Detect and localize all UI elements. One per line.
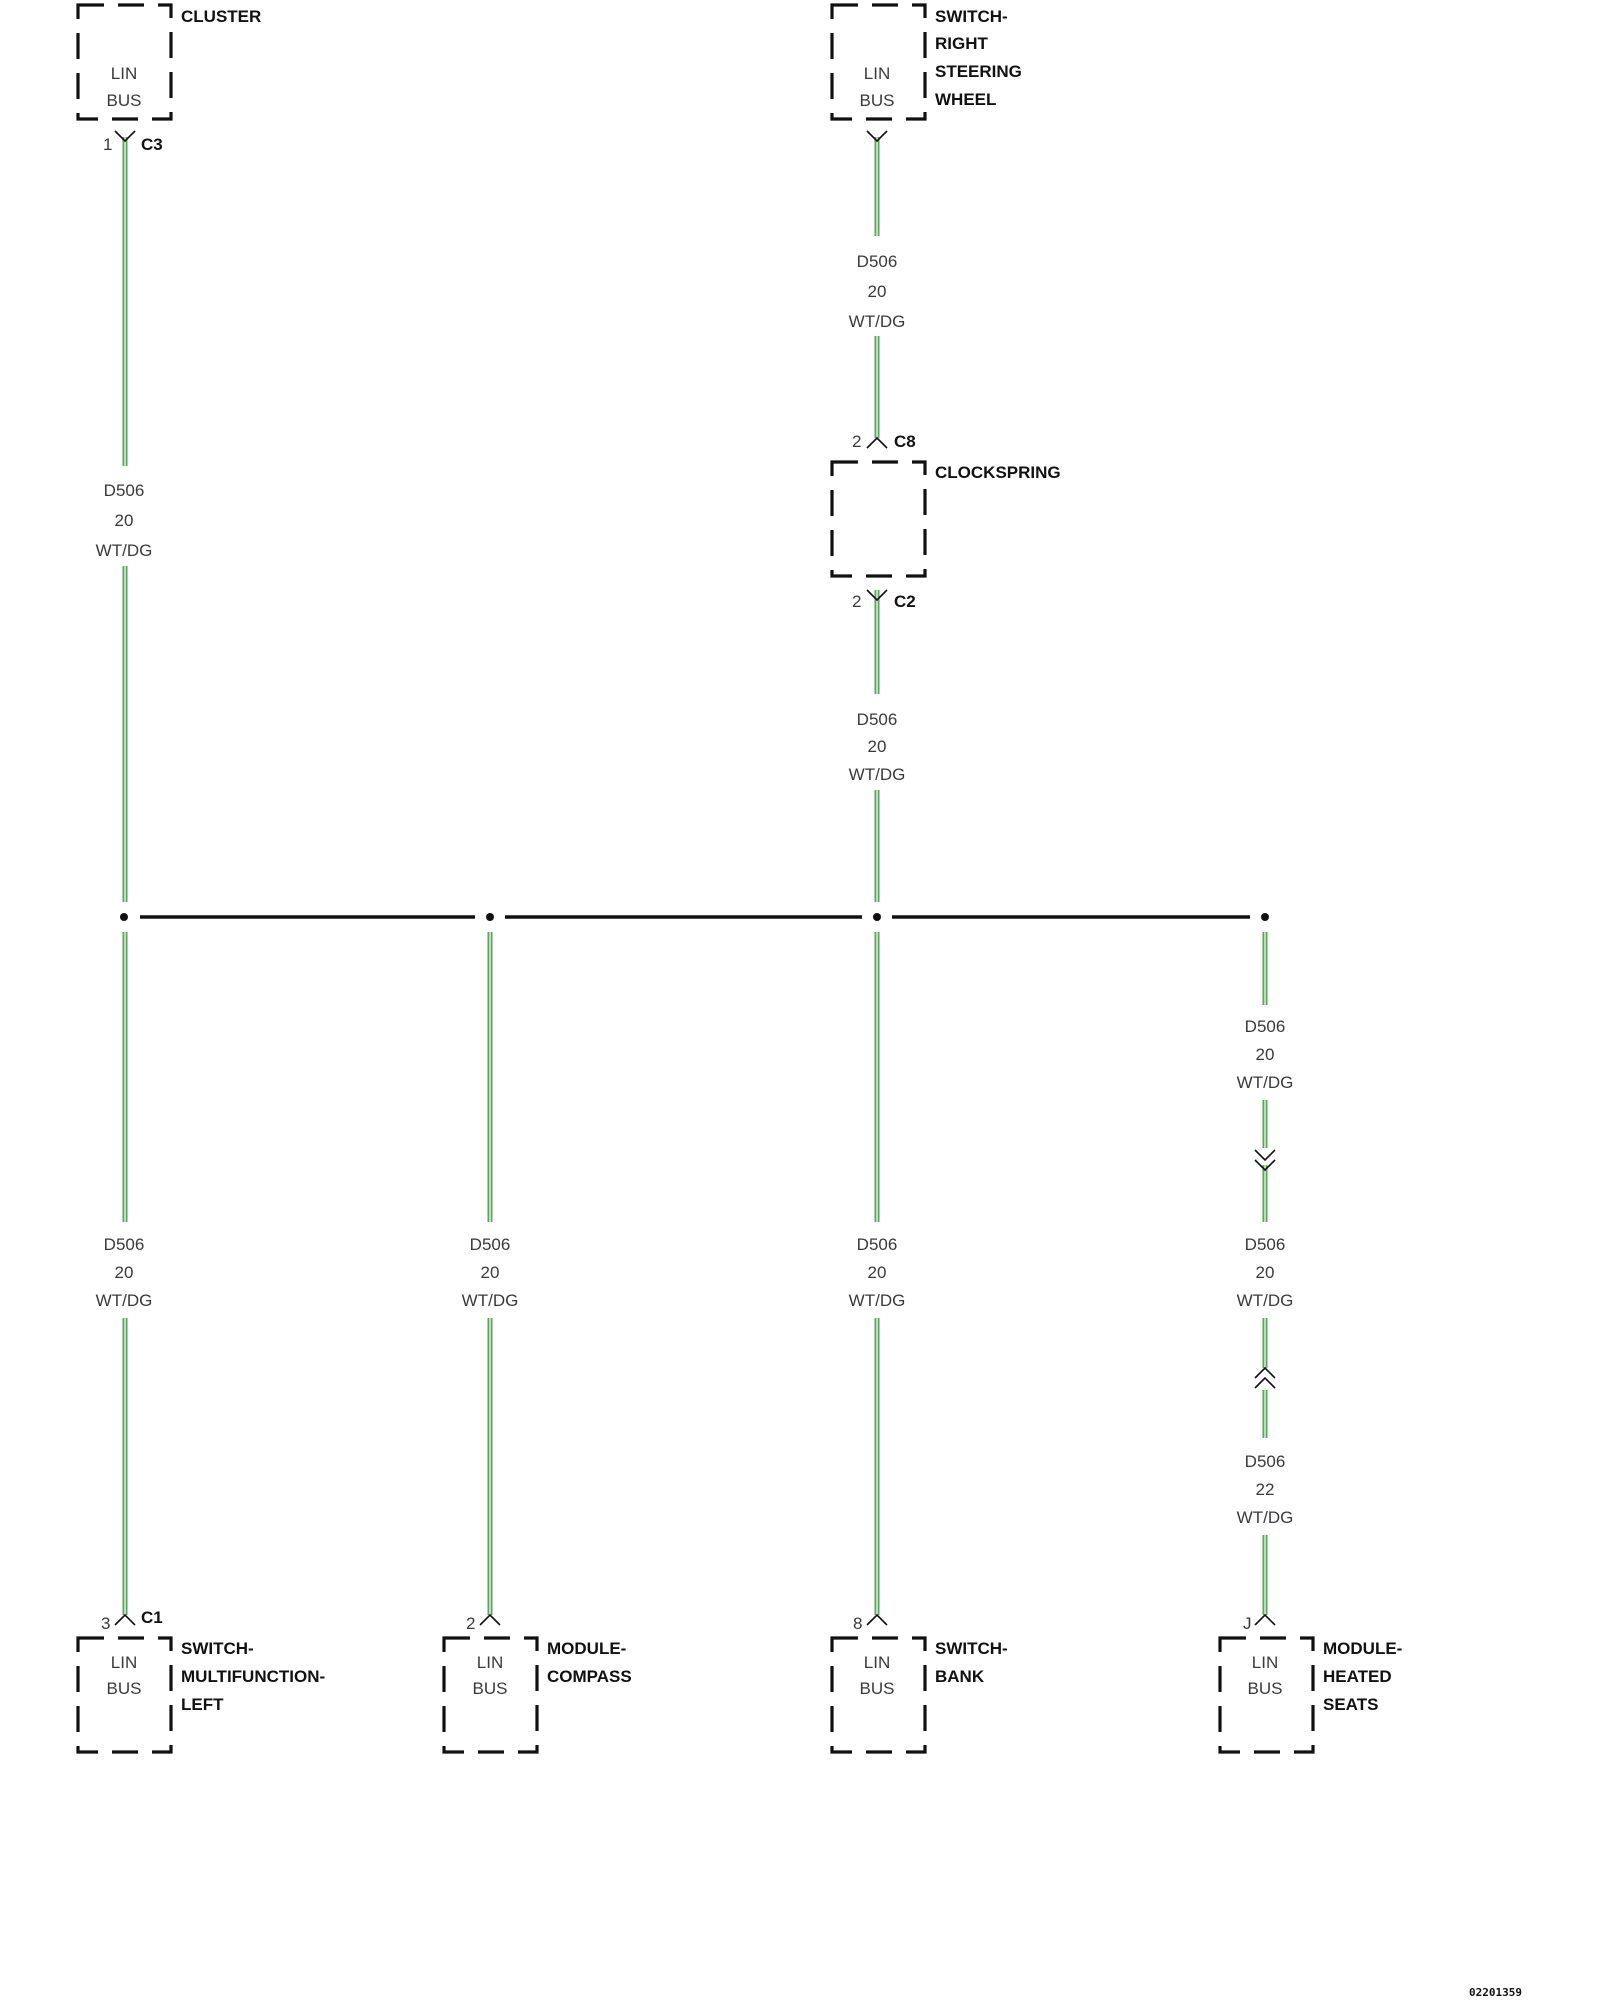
cluster-pin-number: 1 <box>103 135 112 154</box>
module-compass-name-1: MODULE- <box>547 1639 626 1658</box>
wire-label-color: WT/DG <box>96 541 153 560</box>
wire-label-circuit: D506 <box>470 1235 511 1254</box>
wire-label-gauge: 20 <box>115 511 134 530</box>
wire-label-circuit: D506 <box>857 710 898 729</box>
wire-label-circuit: D506 <box>1245 1235 1286 1254</box>
wire-label-color: WT/DG <box>1237 1291 1294 1310</box>
module-hs-name-3: SEATS <box>1323 1695 1378 1714</box>
inline-connector-down-1 <box>1254 1149 1276 1162</box>
connector-c1-symbol <box>114 1613 136 1626</box>
splice-dot-4 <box>1261 913 1269 921</box>
switch-rsw-pin-label-bus: BUS <box>860 91 895 110</box>
connector-hs-symbol <box>1254 1613 1276 1626</box>
module-hs-name-1: MODULE- <box>1323 1639 1402 1658</box>
connector-bank-symbol <box>866 1613 888 1626</box>
switch-multifunction-left-box <box>76 1636 173 1754</box>
inline-connector-up-2 <box>1254 1376 1276 1389</box>
cluster-connector: C3 <box>141 135 163 154</box>
connector-compass-symbol <box>479 1613 501 1626</box>
component-boxes <box>76 3 1315 1754</box>
splice-dot-1 <box>120 913 128 921</box>
wire-label-gauge: 20 <box>868 1263 887 1282</box>
switch-mfl-pin-label-bus: BUS <box>107 1679 142 1698</box>
switch-rsw-name-1: SWITCH- <box>935 7 1008 26</box>
module-heated-seats-box <box>1218 1636 1315 1754</box>
switch-right-steering-wheel-box <box>830 3 927 121</box>
wire-label-circuit: D506 <box>104 1235 145 1254</box>
module-compass-pin-label-lin: LIN <box>477 1653 503 1672</box>
labels: CLUSTER LIN BUS 1 C3 SWITCH- RIGHT STEER… <box>96 7 1522 1999</box>
cluster-box <box>76 3 173 121</box>
wires <box>122 137 1268 1615</box>
clockspring-pin-bottom: 2 <box>852 592 861 611</box>
module-hs-pin-label-bus: BUS <box>1248 1679 1283 1698</box>
wire-label-gauge-22: 22 <box>1256 1480 1275 1499</box>
wire-label-gauge: 20 <box>115 1263 134 1282</box>
switch-mfl-name-1: SWITCH- <box>181 1639 254 1658</box>
switch-mfl-pin-number: 3 <box>101 1614 110 1633</box>
cluster-name: CLUSTER <box>181 7 261 26</box>
switch-rsw-pin-label-lin: LIN <box>864 64 890 83</box>
connector-rsw-symbol <box>866 130 888 143</box>
splice-dot-3 <box>873 913 881 921</box>
module-compass-pin-number: 2 <box>466 1614 475 1633</box>
switch-mfl-pin-label-lin: LIN <box>111 1653 137 1672</box>
wire-label-gauge: 20 <box>1256 1045 1275 1064</box>
clockspring-connector-top: C8 <box>894 432 916 451</box>
clockspring-pin-top: 2 <box>852 432 861 451</box>
clockspring-name: CLOCKSPRING <box>935 463 1061 482</box>
module-hs-pin-label-lin: LIN <box>1252 1653 1278 1672</box>
switch-bank-box <box>830 1636 927 1754</box>
switch-mfl-name-2: MULTIFUNCTION- <box>181 1667 325 1686</box>
cluster-pin-label-bus: BUS <box>107 91 142 110</box>
cluster-pin-label-lin: LIN <box>111 64 137 83</box>
wire-label-color: WT/DG <box>462 1291 519 1310</box>
switch-bank-name-2: BANK <box>935 1667 985 1686</box>
wire-label-color: WT/DG <box>849 765 906 784</box>
connector-c2-symbol <box>866 589 888 602</box>
switch-bank-pin-number: 8 <box>853 1614 862 1633</box>
wire-label-gauge: 20 <box>868 737 887 756</box>
wire-label-circuit: D506 <box>1245 1017 1286 1036</box>
module-hs-name-2: HEATED <box>1323 1667 1392 1686</box>
module-compass-box <box>442 1636 539 1754</box>
wire-label-circuit: D506 <box>1245 1452 1286 1471</box>
wire-label-gauge: 20 <box>481 1263 500 1282</box>
splice-bus <box>120 913 1269 921</box>
wire-label-color: WT/DG <box>1237 1508 1294 1527</box>
inline-connector-up-1 <box>1254 1366 1276 1379</box>
wire-label-gauge: 20 <box>868 282 887 301</box>
wire-label-color: WT/DG <box>849 312 906 331</box>
connector-c3-symbol <box>114 130 136 143</box>
splice-dot-2 <box>486 913 494 921</box>
switch-rsw-name-2: RIGHT <box>935 34 989 53</box>
switch-bank-pin-label-lin: LIN <box>864 1653 890 1672</box>
switch-rsw-name-3: STEERING <box>935 62 1022 81</box>
connector-symbols <box>114 130 1276 1626</box>
module-hs-pin-number: J <box>1243 1614 1252 1633</box>
switch-bank-pin-label-bus: BUS <box>860 1679 895 1698</box>
clockspring-connector-bottom: C2 <box>894 592 916 611</box>
connector-c8-symbol <box>866 436 888 449</box>
switch-bank-name-1: SWITCH- <box>935 1639 1008 1658</box>
module-compass-name-2: COMPASS <box>547 1667 632 1686</box>
wire-label-color: WT/DG <box>96 1291 153 1310</box>
switch-mfl-connector: C1 <box>141 1608 163 1627</box>
clockspring-box <box>830 460 927 578</box>
figure-code: 02201359 <box>1469 1986 1522 1999</box>
switch-rsw-name-4: WHEEL <box>935 90 996 109</box>
wire-label-color: WT/DG <box>849 1291 906 1310</box>
wire-label-gauge: 20 <box>1256 1263 1275 1282</box>
wire-label-circuit: D506 <box>104 481 145 500</box>
switch-mfl-name-3: LEFT <box>181 1695 224 1714</box>
wire-label-circuit: D506 <box>857 252 898 271</box>
module-compass-pin-label-bus: BUS <box>473 1679 508 1698</box>
wire-label-circuit: D506 <box>857 1235 898 1254</box>
wire-label-color: WT/DG <box>1237 1073 1294 1092</box>
inline-connector-down-2 <box>1254 1159 1276 1172</box>
